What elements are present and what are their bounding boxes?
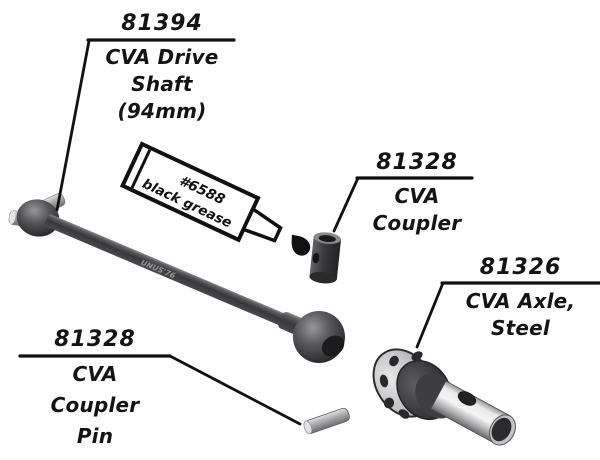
axle-part — [372, 348, 516, 446]
part-name-line: CVA Drive — [105, 45, 219, 69]
drive-shaft-part: UNUS'76 — [8, 193, 345, 363]
grease-tube-crimp — [130, 149, 152, 189]
part-name-line: (94mm) — [117, 99, 207, 123]
part-name: CVA Drive Shaft (94mm) — [72, 44, 252, 125]
shaft-ball-right-hole — [321, 335, 345, 357]
part-name-line: Coupler — [372, 211, 462, 235]
leader-lines — [18, 38, 600, 426]
coupler-top-hole — [318, 235, 336, 243]
part-name-line: CVA Axle, — [465, 289, 576, 313]
part-name-line: Shaft — [131, 72, 193, 96]
part-name-line: Pin — [76, 424, 114, 448]
axle-flange-holes — [379, 351, 423, 419]
part-number: 81328 — [376, 150, 458, 175]
axle-leader — [415, 281, 445, 349]
part-number: 81394 — [121, 11, 203, 36]
axle-top-hole — [457, 391, 477, 406]
part-name: CVA Coupler Pin — [15, 359, 175, 452]
part-name-line: Steel — [491, 316, 550, 340]
part-name-line: Coupler — [50, 393, 140, 417]
part-name-line: CVA — [72, 362, 118, 386]
coupler-part — [309, 232, 342, 284]
coupler-leader — [332, 176, 360, 233]
coupler-pin-leader — [168, 354, 302, 426]
part-name: CVA Coupler — [347, 183, 487, 237]
part-name: CVA Axle, Steel — [438, 288, 600, 342]
drive-shaft-leader — [55, 39, 91, 212]
label-axle: 81326 CVA Axle, Steel — [438, 255, 600, 342]
label-coupler: 81328 CVA Coupler — [347, 150, 487, 237]
label-coupler-pin: 81328 CVA Coupler Pin — [15, 327, 175, 452]
part-name-line: CVA — [394, 184, 440, 208]
grease-tube-nozzle — [241, 206, 283, 243]
part-number: 81326 — [479, 255, 562, 280]
axle-end-bore — [491, 417, 512, 442]
grease-drop — [291, 234, 311, 256]
coupler-side-hole — [312, 252, 320, 264]
shaft-body — [44, 214, 315, 338]
grease-tube: #6588 black grease — [119, 141, 283, 243]
part-number: 81328 — [54, 327, 136, 352]
coupler-pin-part — [303, 407, 350, 435]
label-drive-shaft: 81394 CVA Drive Shaft (94mm) — [72, 11, 252, 125]
